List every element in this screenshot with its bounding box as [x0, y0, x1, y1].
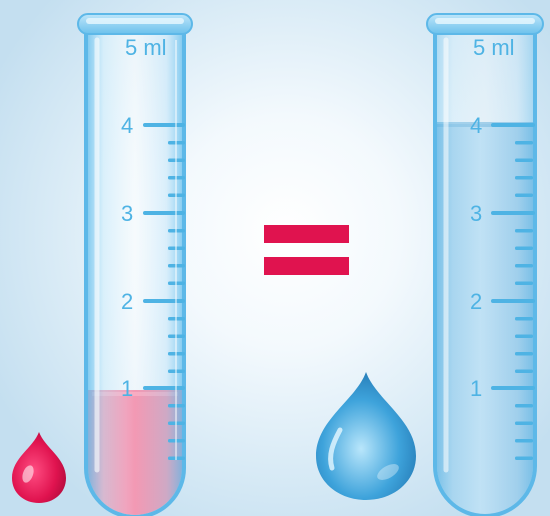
minor-tick — [515, 421, 533, 425]
left-tube-capacity-label: 5 ml — [125, 35, 167, 60]
right-tube-glass — [433, 26, 537, 516]
minor-tick — [515, 281, 533, 285]
left-tube-scale-3: 3 — [121, 201, 133, 226]
minor-tick — [515, 264, 533, 268]
minor-tick — [515, 369, 533, 373]
minor-tick — [515, 193, 533, 197]
minor-tick — [515, 158, 533, 162]
left-tube-glass — [84, 26, 186, 516]
right-tube-scale-2: 2 — [470, 289, 482, 314]
minor-tick — [515, 229, 533, 233]
minor-tick — [515, 439, 533, 443]
right-tube-capacity-label: 5 ml — [473, 35, 515, 60]
minor-tick — [515, 334, 533, 338]
right-tube-scale-1: 1 — [470, 376, 482, 401]
blood-drop-icon — [12, 432, 66, 503]
minor-tick — [515, 404, 533, 408]
left-test-tube: 5 ml 4 3 2 1 — [77, 13, 193, 516]
minor-tick — [515, 141, 533, 145]
minor-tick — [515, 456, 533, 460]
left-tube-scale-1: 1 — [121, 376, 133, 401]
water-drop-icon — [316, 372, 416, 500]
left-tube-scale-2: 2 — [121, 289, 133, 314]
minor-tick — [515, 352, 533, 356]
minor-tick — [515, 246, 533, 250]
right-test-tube: 5 ml 4 3 2 1 — [426, 13, 544, 516]
minor-tick — [515, 176, 533, 180]
equals-sign — [264, 225, 349, 275]
minor-tick — [515, 317, 533, 321]
left-tube-scale-4: 4 — [121, 113, 133, 138]
right-tube-scale-4: 4 — [470, 113, 482, 138]
right-tube-scale-3: 3 — [470, 201, 482, 226]
